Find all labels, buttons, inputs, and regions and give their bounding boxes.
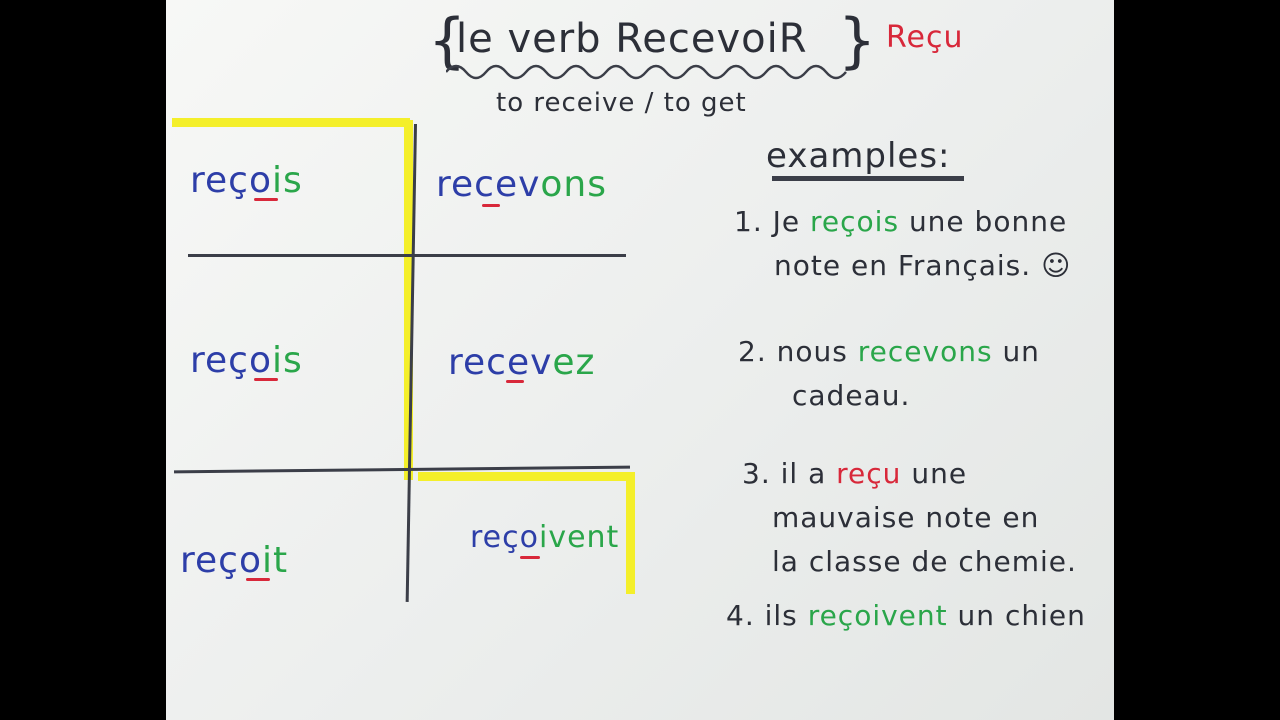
examples-heading-underline: [772, 176, 964, 181]
highlight-mark-ils: [520, 556, 540, 559]
conj-vous: recevez: [448, 342, 596, 383]
grid-horizontal-line-1: [188, 254, 626, 257]
title-wavy-underline: [446, 64, 847, 80]
example-4: 4. ils reçoivent un chien: [726, 599, 1086, 632]
title-brace-open: {: [428, 6, 468, 76]
highlight-mark-nous: [482, 204, 500, 207]
examples-heading: examples:: [766, 136, 951, 176]
conj-je: reçois: [190, 160, 303, 201]
whiteboard: { le verb RecevoiR } Reçu to receive / t…: [166, 0, 1114, 720]
title-brace-close: }: [838, 6, 878, 76]
conj-il: reçoit: [180, 540, 289, 581]
example-2: 2. nous recevons un cadeau.: [738, 335, 1040, 412]
highlight-mark-vous: [506, 380, 524, 383]
highlighter-bottom-mid: [418, 472, 632, 481]
highlighter-top: [172, 118, 410, 127]
highlight-mark-il: [246, 578, 270, 581]
example-1: 1. Je reçois une bonne note en Français.…: [734, 205, 1072, 282]
conj-tu: reçois: [190, 340, 303, 381]
title-subtitle: to receive / to get: [496, 88, 747, 118]
smiley-icon: ☺: [1041, 249, 1072, 282]
conj-nous: recevons: [436, 164, 608, 205]
example-3: 3. il a reçu une mauvaise note en la cla…: [742, 457, 1077, 578]
highlighter-divider-upper: [404, 120, 413, 480]
past-participle: Reçu: [886, 20, 964, 55]
highlighter-right: [626, 472, 635, 594]
highlight-mark-je: [254, 198, 278, 201]
highlight-mark-tu: [254, 378, 278, 381]
page-title: le verb RecevoiR: [456, 16, 808, 62]
conj-ils: reçoivent: [470, 520, 620, 555]
